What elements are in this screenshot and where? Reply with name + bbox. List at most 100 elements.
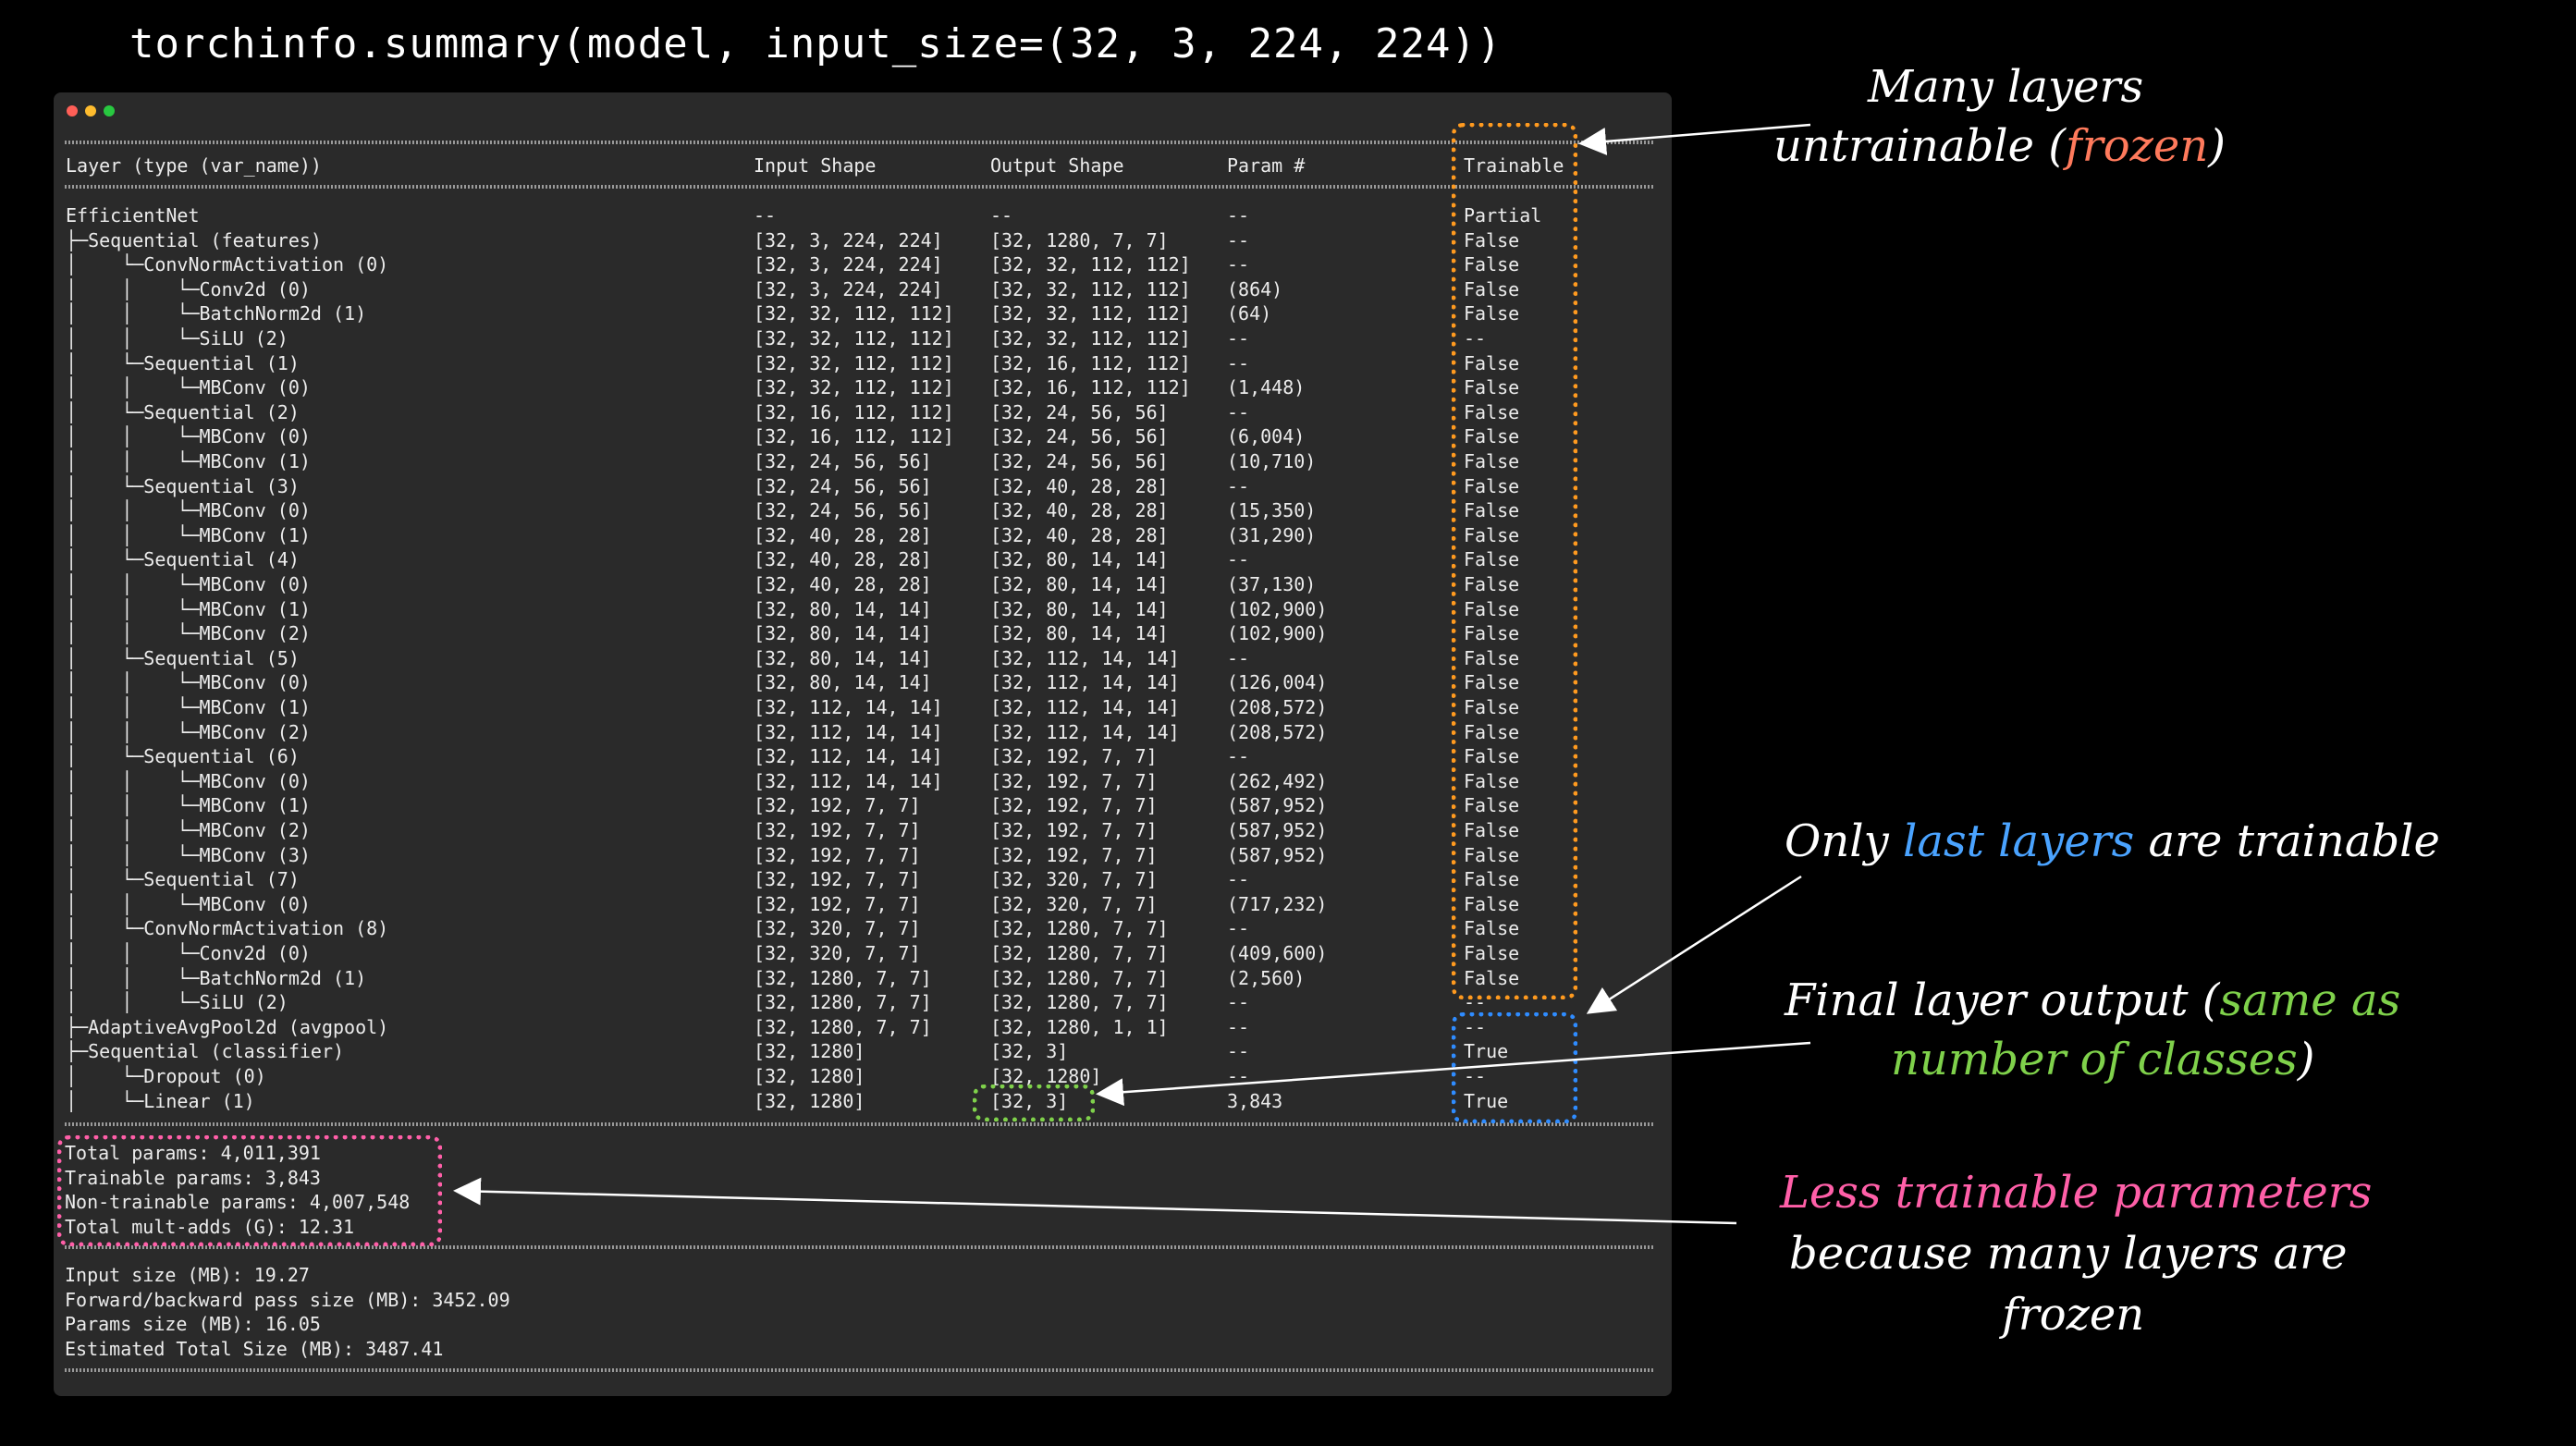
cell-param: (31,290) bbox=[1227, 523, 1317, 546]
minimize-icon[interactable] bbox=[85, 105, 96, 116]
cell-input: [32, 1280, 7, 7] bbox=[754, 966, 932, 989]
cell-trainable: False bbox=[1464, 794, 1520, 817]
cell-param: (409,600) bbox=[1227, 942, 1328, 964]
cell-output: [32, 40, 28, 28] bbox=[990, 523, 1169, 546]
header-input: Input Shape bbox=[754, 154, 877, 177]
frozen-annotation-line2: untrainable (frozen) bbox=[1773, 120, 2226, 172]
cell-param: -- bbox=[1227, 917, 1250, 940]
cell-input: [32, 192, 7, 7] bbox=[754, 868, 921, 891]
summary-line: Input size (MB): 19.27 bbox=[65, 1264, 310, 1286]
summary-line: Total params: 4,011,391 bbox=[65, 1142, 321, 1164]
cell-layer: │ └─Dropout (0) bbox=[66, 1065, 266, 1087]
cell-param: (6,004) bbox=[1227, 425, 1306, 448]
cell-input: [32, 40, 28, 28] bbox=[754, 523, 932, 546]
cell-trainable: False bbox=[1464, 671, 1520, 694]
terminal-window: Layer (type (var_name)) Input Shape Outp… bbox=[54, 92, 1672, 1396]
cell-layer: │ │ └─MBConv (3) bbox=[66, 843, 311, 866]
cell-trainable: True bbox=[1464, 1089, 1509, 1112]
cell-layer: │ │ └─MBConv (2) bbox=[66, 720, 311, 743]
cell-output: [32, 80, 14, 14] bbox=[990, 573, 1169, 595]
table-row: │ │ └─MBConv (1)[32, 24, 56, 56][32, 24,… bbox=[54, 449, 1672, 474]
cell-layer: │ └─ConvNormActivation (8) bbox=[66, 917, 389, 940]
close-icon[interactable] bbox=[67, 105, 78, 116]
separator bbox=[65, 1245, 1653, 1249]
cell-trainable: False bbox=[1464, 400, 1520, 423]
table-row: │ │ └─Conv2d (0)[32, 3, 224, 224][32, 32… bbox=[54, 277, 1672, 302]
summary-line: Estimated Total Size (MB): 3487.41 bbox=[65, 1337, 444, 1360]
table-row: │ └─ConvNormActivation (8) [32, 320, 7, 7… bbox=[54, 916, 1672, 941]
table-header: Layer (type (var_name)) Input Shape Outp… bbox=[54, 153, 1672, 178]
cell-input: [32, 32, 112, 112] bbox=[754, 376, 954, 399]
cell-input: [32, 16, 112, 112] bbox=[754, 400, 954, 423]
cell-trainable: False bbox=[1464, 425, 1520, 448]
table-row: │ │ └─MBConv (1)[32, 40, 28, 28][32, 40,… bbox=[54, 523, 1672, 548]
cell-output: [32, 32, 112, 112] bbox=[990, 302, 1191, 325]
table-row: │ │ └─MBConv (0)[32, 32, 112, 112][32, 1… bbox=[54, 375, 1672, 400]
frozen-layers-box bbox=[1452, 123, 1577, 999]
cell-layer: │ │ └─Conv2d (0) bbox=[66, 942, 311, 964]
cell-output: [32, 3] bbox=[990, 1040, 1069, 1063]
cell-param: 3,843 bbox=[1227, 1089, 1283, 1112]
cell-param: -- bbox=[1227, 228, 1250, 251]
cell-layer: │ │ └─Conv2d (0) bbox=[66, 277, 311, 300]
cell-input: [32, 320, 7, 7] bbox=[754, 917, 921, 940]
cell-layer: │ └─Sequential (3) bbox=[66, 474, 300, 497]
cell-layer: │ │ └─MBConv (2) bbox=[66, 819, 311, 841]
table-row: ├─AdaptiveAvgPool2d (avgpool)[32, 1280, … bbox=[54, 1015, 1672, 1040]
header-layer: Layer (type (var_name)) bbox=[66, 154, 322, 177]
cell-param: (10,710) bbox=[1227, 450, 1317, 472]
final-output-annotation-line2: number of classes) bbox=[1891, 1034, 2315, 1085]
cell-output: [32, 112, 14, 14] bbox=[990, 646, 1180, 669]
table-row: │ │ └─MBConv (1)[32, 80, 14, 14][32, 80,… bbox=[54, 597, 1672, 622]
cell-param: -- bbox=[1227, 991, 1250, 1014]
cell-layer: │ └─Sequential (6) bbox=[66, 745, 300, 768]
cell-layer: │ │ └─BatchNorm2d (1) bbox=[66, 966, 367, 989]
cell-trainable: False bbox=[1464, 843, 1520, 866]
cell-param: (717,232) bbox=[1227, 892, 1328, 915]
cell-layer: │ │ └─MBConv (0) bbox=[66, 769, 311, 792]
separator bbox=[65, 185, 1653, 189]
cell-trainable: False bbox=[1464, 523, 1520, 546]
cell-output: [32, 192, 7, 7] bbox=[990, 745, 1158, 768]
cell-param: (64) bbox=[1227, 302, 1272, 325]
cell-layer: ├─AdaptiveAvgPool2d (avgpool) bbox=[66, 1015, 389, 1038]
cell-output: [32, 32, 112, 112] bbox=[990, 327, 1191, 349]
cell-layer: │ │ └─MBConv (1) bbox=[66, 597, 311, 620]
cell-layer: │ │ └─MBConv (0) bbox=[66, 573, 311, 595]
cell-output: [32, 40, 28, 28] bbox=[990, 499, 1169, 522]
summary-line: Params size (MB): 16.05 bbox=[65, 1313, 321, 1336]
cell-param: (1,448) bbox=[1227, 376, 1306, 399]
less-params-annotation-line1: Less trainable parameters bbox=[1780, 1167, 2373, 1219]
cell-input: [32, 80, 14, 14] bbox=[754, 597, 932, 620]
cell-trainable: False bbox=[1464, 277, 1520, 300]
table-row: ├─Sequential (features)[32, 3, 224, 224]… bbox=[54, 228, 1672, 253]
cell-param: (102,900) bbox=[1227, 622, 1328, 645]
separator bbox=[65, 1368, 1653, 1372]
cell-input: [32, 320, 7, 7] bbox=[754, 942, 921, 964]
cell-output: [32, 192, 7, 7] bbox=[990, 819, 1158, 841]
frozen-annotation-line1: Many layers bbox=[1868, 61, 2144, 113]
table-row: │ │ └─MBConv (2)[32, 80, 14, 14][32, 80,… bbox=[54, 621, 1672, 646]
cell-trainable: False bbox=[1464, 868, 1520, 891]
summary-line: Forward/backward pass size (MB): 3452.09 bbox=[65, 1288, 510, 1311]
cell-trainable: False bbox=[1464, 720, 1520, 743]
cell-trainable: False bbox=[1464, 917, 1520, 940]
cell-input: [32, 3, 224, 224] bbox=[754, 277, 943, 300]
cell-trainable: False bbox=[1464, 351, 1520, 374]
cell-trainable: False bbox=[1464, 376, 1520, 399]
cell-trainable: -- bbox=[1464, 1065, 1487, 1087]
cell-trainable: False bbox=[1464, 573, 1520, 595]
maximize-icon[interactable] bbox=[104, 105, 115, 116]
cell-input: [32, 1280] bbox=[754, 1040, 865, 1063]
cell-input: [32, 24, 56, 56] bbox=[754, 499, 932, 522]
cell-trainable: False bbox=[1464, 745, 1520, 768]
cell-param: -- bbox=[1227, 745, 1250, 768]
table-row: │ └─Sequential (6)[32, 112, 14, 14][32, … bbox=[54, 744, 1672, 769]
cell-trainable: False bbox=[1464, 228, 1520, 251]
cell-trainable: False bbox=[1464, 696, 1520, 718]
separator bbox=[65, 141, 1653, 144]
cell-param: (126,004) bbox=[1227, 671, 1328, 694]
cell-trainable: True bbox=[1464, 1040, 1509, 1063]
cell-trainable: False bbox=[1464, 942, 1520, 964]
